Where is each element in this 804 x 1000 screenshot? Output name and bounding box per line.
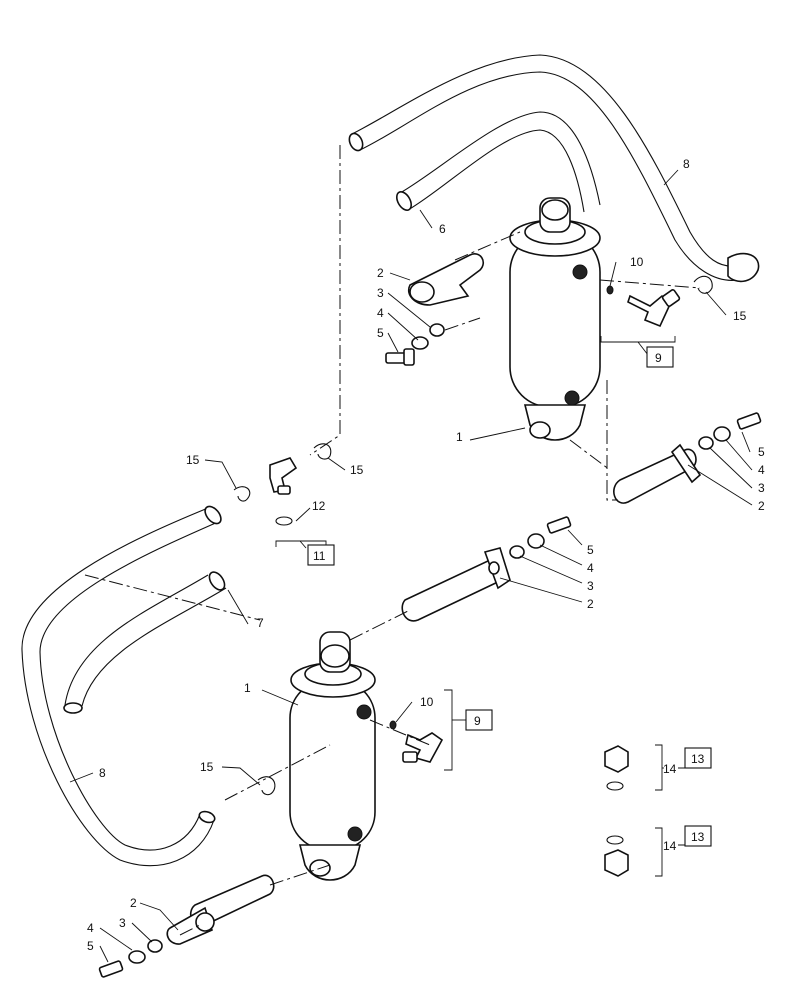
callout-15: 15 [200,760,214,774]
callout-13: 13 [691,830,705,844]
callout-6: 6 [439,222,446,236]
callout-3: 3 [758,481,765,495]
pin-2-middle [401,516,572,622]
callout-7: 7 [257,616,264,630]
nut-14-upper [604,745,629,791]
clamp-15-middle-left [233,486,251,502]
callout-12: 12 [312,499,326,513]
callout-2: 2 [377,266,384,280]
callout-15: 15 [350,463,364,477]
callout-10: 10 [420,695,434,709]
centerlines-upper [309,145,701,501]
elbow-fitting-middle [269,457,298,526]
cylinder-1-upper [509,197,601,441]
pin-2-right [613,412,762,504]
callout-5: 5 [587,543,594,557]
callout-9: 9 [474,714,481,728]
callout-4: 4 [87,921,94,935]
elbow-fitting-upper [606,285,681,328]
callout-9: 9 [655,351,662,365]
hose-6 [395,111,601,213]
callout-4: 4 [587,561,594,575]
callout-4: 4 [377,306,384,320]
clamp-15-middle-right [313,443,332,460]
callout-5: 5 [377,326,384,340]
centerlines-lower [84,574,431,936]
cylinder-1-lower [289,631,376,881]
callout-2: 2 [758,499,765,513]
callout-5: 5 [758,445,765,459]
callout-3: 3 [119,916,126,930]
clamp-15-upper-right [693,275,713,294]
nut-14-lower [604,835,629,877]
callout-10: 10 [630,255,644,269]
callout-2: 2 [130,896,137,910]
hose-8-lower [21,505,222,867]
callout-15: 15 [733,309,747,323]
callout-8: 8 [99,766,106,780]
callout-11: 11 [313,549,326,563]
callout-labels: 6 8 2 3 4 5 10 15 9 1 5 4 3 2 15 15 12 1… [87,157,765,953]
hose-7 [63,571,227,714]
callout-3: 3 [587,579,594,593]
leader-lines [69,169,753,963]
callout-2: 2 [587,597,594,611]
callout-1: 1 [456,430,463,444]
pin-2-lower [98,874,275,978]
callout-1: 1 [244,681,251,695]
pin-2-upper-left [385,253,485,366]
clamp-15-lower [257,776,276,796]
callout-14: 14 [663,839,677,853]
callout-4: 4 [758,463,765,477]
callout-5: 5 [87,939,94,953]
elbow-fitting-lower [389,720,444,763]
callout-boxes [307,346,712,847]
callout-13: 13 [691,752,705,766]
callout-15: 15 [186,453,200,467]
callout-8: 8 [683,157,690,171]
callout-3: 3 [377,286,384,300]
hose-8-upper [348,54,760,283]
callout-14: 14 [663,762,677,776]
